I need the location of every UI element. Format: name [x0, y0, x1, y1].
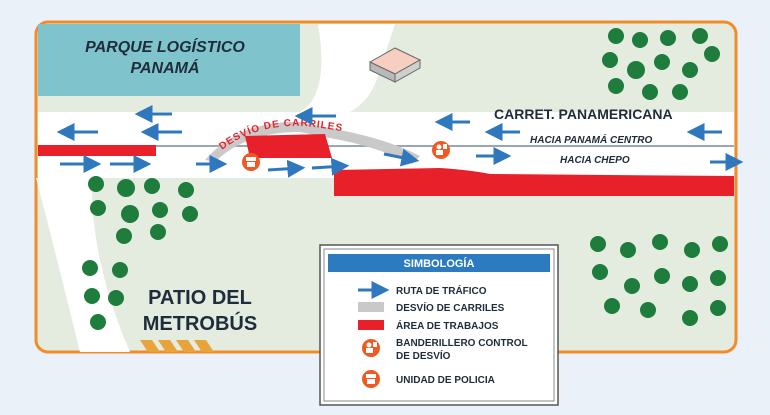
- lane-label-lower: HACIA CHEPO: [560, 155, 630, 166]
- metrobus-parking-stripes: [140, 340, 214, 352]
- legend-header: [328, 254, 550, 272]
- tree-cluster-bottom-left: [82, 260, 128, 330]
- logistics-park-label-1: PARQUE LOGÍSTICO: [85, 37, 245, 56]
- legend-label-1: DESVÍO DE CARRILES: [396, 301, 505, 314]
- police-unit-icon: [242, 153, 260, 171]
- legend: SIMBOLOGÍA RUTA DE TRÁFICO DESVÍO DE CAR…: [319, 244, 559, 406]
- legend-icon-work-area: [358, 320, 384, 330]
- work-area-left: [38, 145, 156, 156]
- logistics-park-label-2: PANAMÁ: [130, 58, 199, 77]
- work-area-right: [334, 168, 734, 196]
- traffic-arrows: [56, 105, 744, 178]
- legend-label-4: UNIDAD DE POLICIA: [396, 375, 495, 386]
- flagger-icon: [432, 141, 450, 159]
- tree-cluster-middle-left: [88, 176, 198, 244]
- road-name-label: CARRET. PANAMERICANA: [494, 106, 673, 122]
- legend-title: SIMBOLOGÍA: [404, 257, 475, 270]
- detour-lane: [205, 121, 420, 164]
- logistics-park-area: [38, 24, 300, 96]
- metrobus-yard-label-2: METROBÚS: [143, 311, 257, 335]
- legend-police-icon: [362, 370, 380, 388]
- building-icon: [368, 47, 422, 83]
- work-area-center: [245, 134, 332, 158]
- legend-flagger-icon: [362, 339, 380, 357]
- legend-label-0: RUTA DE TRÁFICO: [396, 284, 487, 297]
- metrobus-yard-label-1: PATIO DEL: [148, 287, 252, 309]
- legend-label-3a: BANDERILLERO CONTROL: [396, 338, 528, 349]
- legend-label-3b: DE DESVÍO: [396, 349, 451, 362]
- legend-label-2: ÁREA DE TRABAJOS: [396, 319, 499, 332]
- lane-label-upper: HACIA PANAMÁ CENTRO: [530, 133, 652, 146]
- tree-cluster-bottom-right: [590, 234, 728, 326]
- legend-icon-detour: [358, 302, 384, 312]
- tree-cluster-top-right: [602, 28, 720, 100]
